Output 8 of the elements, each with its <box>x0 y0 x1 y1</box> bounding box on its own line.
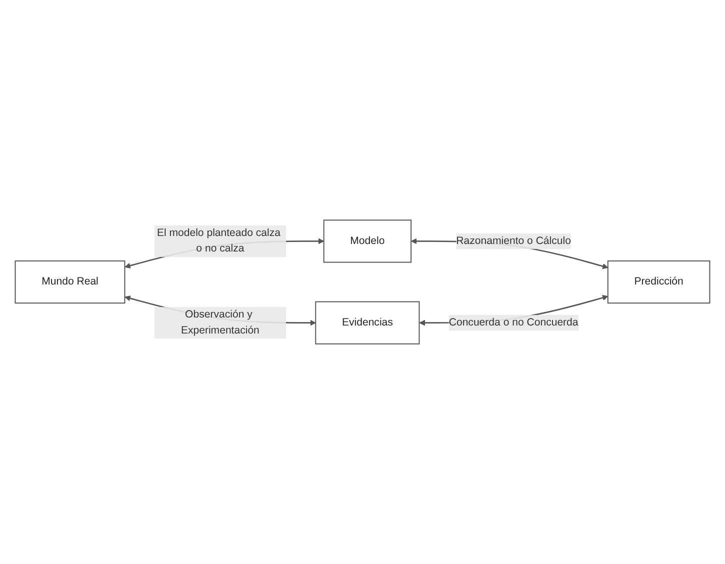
node-box: Evidencias <box>315 301 420 344</box>
edge-label: Razonamiento o Cálculo <box>456 235 571 246</box>
node-box: Mundo Real <box>14 260 126 304</box>
node-box: Modelo <box>323 220 412 263</box>
edge-label: El modelo planteado calza o no calza <box>156 227 280 254</box>
edge-label: Observación y Experimentación <box>180 308 260 336</box>
edge-label: Concuerda o no Concuerda <box>448 316 578 328</box>
node-box: Predicción <box>607 260 710 304</box>
